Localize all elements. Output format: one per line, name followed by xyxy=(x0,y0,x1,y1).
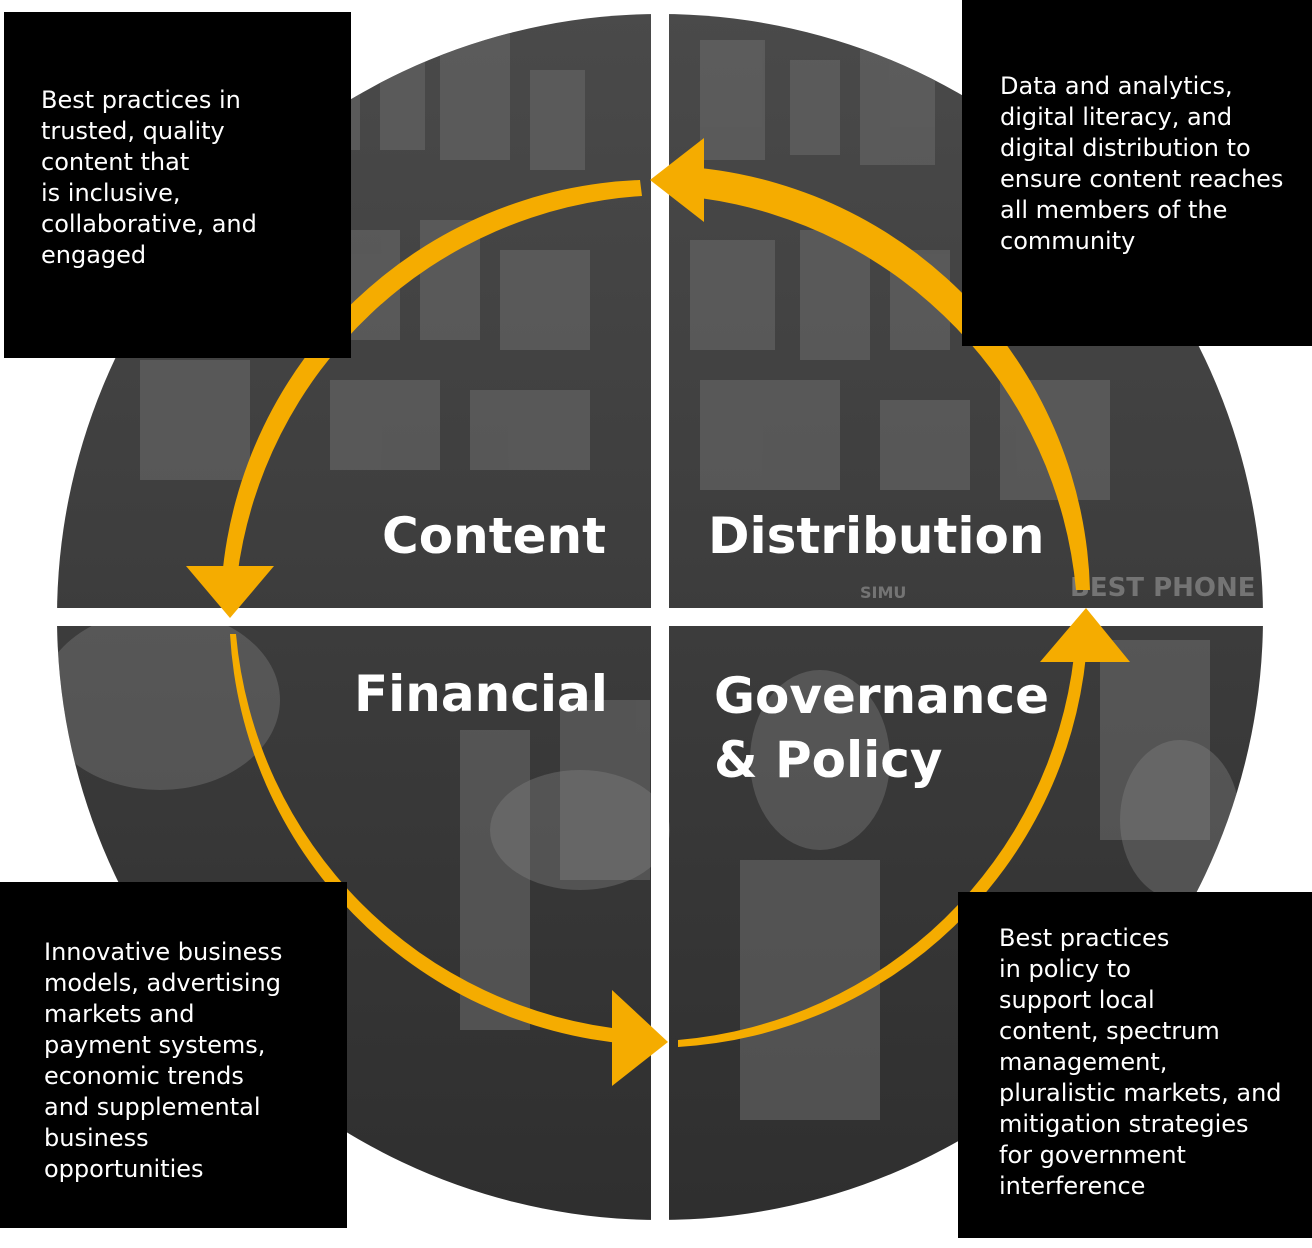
financial-description-box: Innovative business models, advertising … xyxy=(0,882,347,1228)
arrow-head-distribution xyxy=(1040,608,1130,662)
photo-highlights xyxy=(57,610,1240,900)
arrow-financial-to-governance xyxy=(230,634,630,1044)
distribution-description-line: Data and analytics, xyxy=(1000,72,1233,100)
governance-description-line: pluralistic markets, and xyxy=(999,1079,1282,1107)
governance-description-line: Best practices xyxy=(999,924,1170,952)
arrow-distribution-to-content xyxy=(700,168,1090,590)
financial-description-line: models, advertising xyxy=(44,969,281,997)
governance-description-line: in policy to xyxy=(999,955,1131,983)
sign-simu: SIMU xyxy=(860,583,906,602)
content-description-line: content that xyxy=(41,148,190,176)
financial-quadrant-label: Financial xyxy=(354,665,608,723)
arrow-head-content xyxy=(650,138,704,222)
governance-description-line: content, spectrum xyxy=(999,1017,1220,1045)
content-description-line: engaged xyxy=(41,241,147,269)
photo-signage: BEST PHONE SIMU xyxy=(860,573,1256,603)
governance-description-line: interference xyxy=(999,1172,1146,1200)
arrow-governance-to-distribution xyxy=(678,656,1086,1047)
governance-description-line: management, xyxy=(999,1048,1168,1076)
content-description-line: trusted, quality xyxy=(41,117,225,145)
arrow-content-to-financial xyxy=(222,180,642,578)
sign-best-phone: BEST PHONE xyxy=(1070,573,1256,603)
content-quadrant-label: Content xyxy=(382,507,606,565)
financial-description-line: Innovative business xyxy=(44,938,283,966)
distribution-description-line: digital literacy, and xyxy=(1000,103,1233,131)
financial-description-line: economic trends xyxy=(44,1062,244,1090)
content-description-line: Best practices in xyxy=(41,86,241,114)
distribution-description-line: all members of the xyxy=(1000,196,1228,224)
financial-description-line: opportunities xyxy=(44,1155,204,1183)
governance-description-line: for government xyxy=(999,1141,1186,1169)
content-description-line: is inclusive, xyxy=(41,179,181,207)
distribution-description-line: community xyxy=(1000,227,1136,255)
photo-texture xyxy=(140,30,1210,1120)
governance-quadrant-label: Governance & Policy xyxy=(714,664,1049,792)
distribution-quadrant-label: Distribution xyxy=(708,507,1045,565)
content-description-line: collaborative, and xyxy=(41,210,257,238)
distribution-description-line: digital distribution to xyxy=(1000,134,1251,162)
governance-description-line: support local xyxy=(999,986,1155,1014)
cycle-arrows xyxy=(186,138,1130,1086)
governance-label-line: & Policy xyxy=(714,731,943,789)
financial-description-line: payment systems, xyxy=(44,1031,266,1059)
arrow-head-governance xyxy=(612,990,668,1086)
financial-description-line: and supplemental xyxy=(44,1093,261,1121)
content-description-box: Best practices in trusted, quality conte… xyxy=(4,12,351,358)
financial-description-line: markets and xyxy=(44,1000,195,1028)
governance-description-line: mitigation strategies xyxy=(999,1110,1249,1138)
financial-description-line: business xyxy=(44,1124,149,1152)
governance-label-line: Governance xyxy=(714,667,1050,725)
governance-description-box: Best practices in policy to support loca… xyxy=(958,892,1312,1238)
arrow-head-financial xyxy=(186,566,274,618)
distribution-description-line: ensure content reaches xyxy=(1000,165,1284,193)
horizontal-divider xyxy=(0,608,1312,626)
distribution-description-box: Data and analytics, digital literacy, an… xyxy=(962,0,1312,346)
